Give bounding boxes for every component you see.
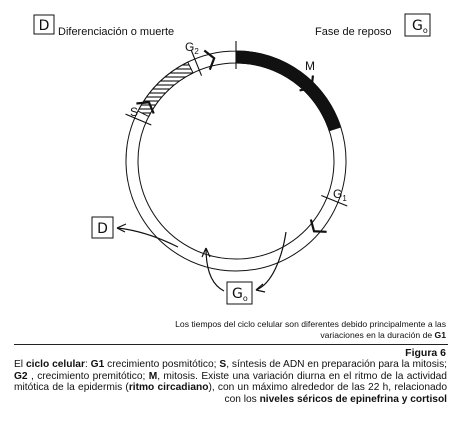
caption-segment: El	[14, 359, 26, 370]
caption-segment: S	[219, 359, 227, 370]
cycle-time-note: Los tiempos del ciclo celular son difere…	[150, 319, 446, 340]
rest-phase-label: Fase de reposo	[315, 26, 391, 38]
differentiation-box-top-letter: D	[39, 18, 50, 34]
caption-segment: G2	[14, 370, 28, 382]
rest-phase-box-top	[404, 13, 431, 37]
caption-segment: ritmo circadiano	[128, 382, 209, 394]
tick-g1-start	[321, 194, 348, 207]
mitosis-segment	[235, 50, 342, 132]
phase-label-m: M	[305, 59, 315, 73]
phase-label-g2: G2	[185, 40, 199, 56]
caption-segment: niveles séricos de epinefrina y cortisol	[259, 393, 447, 405]
figure-caption: El ciclo celular: G1 crecimiento posmitó…	[14, 359, 447, 405]
cell-cycle-diagram: D Diferenciación o muerte Fase de reposo…	[33, 13, 431, 305]
phase-label-g1: G1	[333, 187, 347, 203]
reentry-from-rest-arrow	[201, 247, 225, 292]
differentiation-box-top	[33, 14, 55, 35]
direction-mark-s	[136, 101, 155, 114]
cycle-time-note-g1: G1	[434, 329, 446, 340]
direction-mark-m	[299, 75, 315, 92]
caption-divider	[14, 344, 448, 345]
differentiation-label: Diferenciación o muerte	[58, 26, 174, 38]
caption-segment: :	[84, 359, 91, 370]
rest-phase-box-bottom-text: Go	[232, 286, 248, 303]
caption-segment: G1	[90, 359, 105, 370]
exit-to-rest-arrow	[255, 231, 287, 293]
differentiation-box-bottom	[91, 216, 114, 239]
cycle-ring-band	[125, 50, 347, 272]
phase-label-s: S	[130, 105, 138, 119]
caption-segment: , síntesis de ADN en preparación para la…	[226, 359, 447, 370]
caption-segment: ), con un máximo alrededor de las 22 h, …	[208, 382, 447, 405]
cycle-time-note-line2: variaciones en la duración de	[320, 329, 435, 340]
caption-segment: , crecimiento premitótico;	[27, 370, 149, 382]
caption-segment: M	[148, 370, 158, 382]
tick-s-start	[125, 113, 152, 126]
caption-segment: , mitosis. Existe una variación diurna e…	[14, 370, 447, 394]
direction-mark-g1	[309, 219, 327, 233]
figure-title: Figura 6	[405, 347, 446, 359]
tick-g2-start	[190, 49, 203, 76]
caption-segment: crecimiento posmitótico;	[104, 359, 220, 370]
rest-phase-box-top-text: Go	[412, 18, 428, 35]
cycle-time-note-line1: Los tiempos del ciclo celular son difere…	[175, 319, 446, 329]
rest-phase-box-bottom	[226, 281, 253, 305]
direction-mark-g2	[203, 49, 216, 71]
caption-segment: ciclo celular	[25, 359, 85, 370]
synthesis-segment	[137, 61, 194, 118]
differentiation-box-bottom-letter: D	[97, 221, 108, 237]
exit-to-differentiation-arrow	[116, 223, 179, 248]
